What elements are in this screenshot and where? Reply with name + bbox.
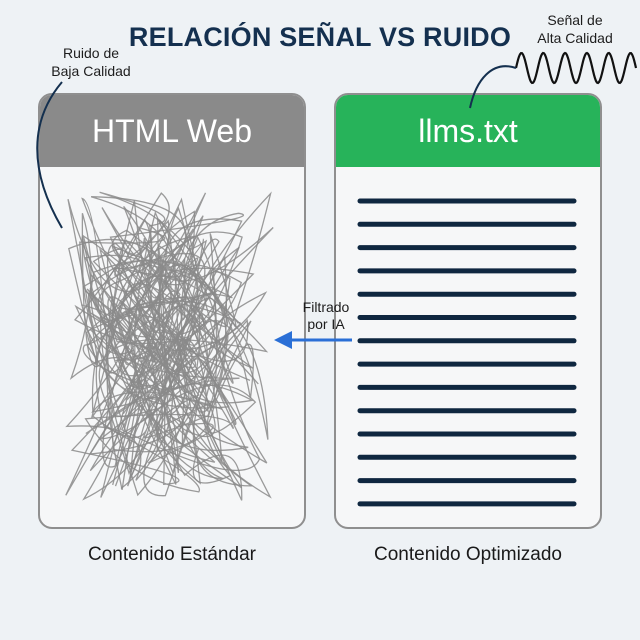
scribble-stroke <box>65 218 269 496</box>
noise-scribble <box>65 191 274 501</box>
signal-annotation-line-2: Alta Calidad <box>537 30 613 46</box>
llms-txt-header: llms.txt <box>336 95 600 167</box>
optimized-content-caption: Contenido Optimizado <box>374 544 562 565</box>
ai-filter-label-line-2: por IA <box>307 316 345 332</box>
ai-filter-label-line-1: Filtrado <box>302 299 350 315</box>
html-web-panel: HTML Web <box>38 93 306 529</box>
llms-txt-panel: llms.txt <box>334 93 602 529</box>
ai-filter-label: Filtrado por IA <box>290 299 362 333</box>
signal-leader-line <box>469 65 517 109</box>
signal-annotation-line-1: Señal de <box>547 12 603 28</box>
clean-text-lines <box>357 198 577 507</box>
noise-annotation-line-1: Ruido de <box>62 45 120 61</box>
signal-wave-icon <box>514 51 638 85</box>
noise-leader-line <box>36 81 63 229</box>
diagram-title: RELACIÓN SEÑAL VS RUIDO <box>128 22 512 52</box>
html-web-header: HTML Web <box>40 95 304 167</box>
ai-filter-arrowhead-icon <box>274 331 292 349</box>
signal-annotation: Señal de Alta Calidad <box>520 11 630 47</box>
standard-content-caption: Contenido Estándar <box>88 544 256 565</box>
noise-annotation-line-2: Baja Calidad <box>51 63 131 79</box>
noise-annotation: Ruido de Baja Calidad <box>36 44 146 80</box>
scribble-stroke <box>90 206 251 497</box>
scribble-stroke <box>70 196 244 493</box>
